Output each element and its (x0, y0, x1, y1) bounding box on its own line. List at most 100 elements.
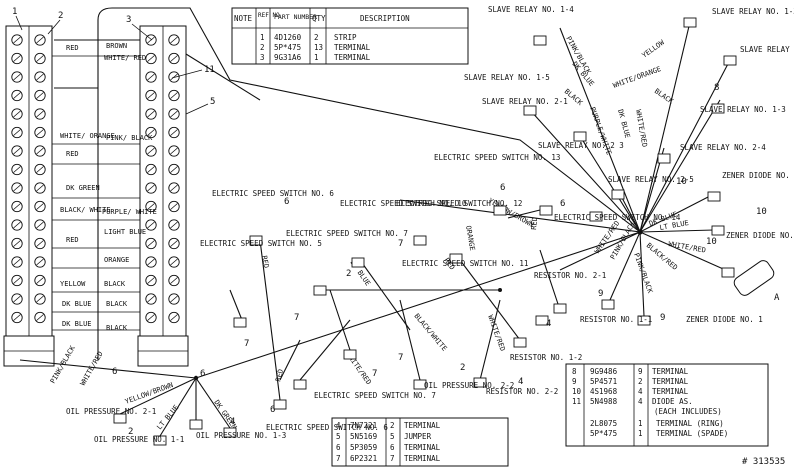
wire-label-dk-blue-d: DK BLUE (616, 108, 631, 139)
connector-terminal (711, 225, 725, 236)
component-label: ELECTRIC SPEED SWITCH NO. 10 (340, 199, 467, 208)
part-callout: 4 (230, 417, 235, 427)
table-cell: 7 (336, 454, 341, 463)
connector-terminal (351, 257, 365, 268)
wire-label-purple-white: PURPLE/ WHITE (102, 208, 157, 216)
th-note: NOTE (234, 14, 253, 23)
table-cell: 9G31A6 (274, 53, 302, 62)
part-callout: 4 (546, 319, 551, 329)
part-callout: 10 (676, 177, 687, 187)
connector-terminal (113, 413, 127, 424)
callout-1: 1 (12, 7, 17, 17)
component-label: ELECTRIC SPEED SWITCH NO. 6 (266, 423, 388, 432)
part-callout: 4 (518, 377, 523, 387)
component-label: RESISTOR NO. 1-2 (510, 353, 582, 362)
part-callout: 6 (500, 183, 505, 193)
wire-label-red: RED (66, 44, 79, 52)
table-cell: 5P3059 (350, 443, 377, 452)
component-label: ZENER DIODE NO. 2 (726, 231, 794, 240)
table-cell: 1 (260, 33, 265, 42)
table-cell: TERMINAL (334, 43, 371, 52)
table-cell: 2 (260, 43, 265, 52)
connector-terminal (493, 205, 507, 216)
connector-terminal (293, 379, 307, 390)
table-cell: 10 (572, 387, 582, 396)
callout-11: 11 (204, 65, 215, 75)
part-callout: 8 (714, 83, 719, 93)
component-label: ELECTRIC SPEED SWITCH NO. 14 (554, 213, 681, 222)
wire-label-white-orange-b: WHITE/ORANGE (612, 65, 662, 90)
table-cell: 1 (638, 429, 643, 438)
table-cell: 7 (390, 454, 395, 463)
table-cell: TERMINAL (334, 53, 371, 62)
connector-terminal (707, 191, 721, 202)
table-cell: 2 (638, 377, 643, 386)
table-cell: 4 (336, 421, 341, 430)
wire-label-black-white-b: BLACK/WHITE (412, 312, 448, 353)
table-cell: 11 (572, 397, 581, 406)
table-cell: 5N5169 (350, 432, 377, 441)
table-cell: 1 (314, 53, 319, 62)
wire-label-dk-green: DK GREEN (66, 184, 100, 192)
component-label: SLAVE RELAY NO. 1-2 (740, 45, 794, 54)
component-label: SLAVE RELAY NO. 2-5 (608, 175, 694, 184)
connector-terminal (535, 315, 549, 326)
component-label: SLAVE RELAY NO. 2 3 (538, 141, 624, 150)
part-callout: 7 (244, 339, 249, 349)
table-cell: DIODE AS. (652, 397, 693, 406)
connector-terminal (473, 377, 487, 388)
component-label: RESISTOR NO. 2-2 (486, 387, 558, 396)
connector-terminal (223, 427, 237, 438)
drawing-number: # 313535 (742, 457, 785, 467)
wire-label-orange-b: ORANGE (464, 225, 476, 251)
component-label: RESISTOR NO. 1-1 (580, 315, 652, 324)
connector-terminal (723, 55, 737, 66)
wire-label-black-2: BLACK (106, 300, 128, 308)
component-label: SLAVE RELAY NO. 1-5 (464, 73, 550, 82)
part-callout: 9 (660, 313, 665, 323)
wire-label-yellow-brown: YELLOW/BROWN (124, 381, 174, 406)
table-cell: 4S1968 (590, 387, 618, 396)
part-callout: 10 (756, 207, 767, 217)
connector-terminal (449, 253, 463, 264)
part-callout: 6 (284, 197, 289, 207)
th-ref: REF NO (258, 12, 280, 19)
th-desc: DESCRIPTION (360, 14, 410, 23)
part-callout: 2 (460, 363, 465, 373)
table-cell: 5 (390, 432, 395, 441)
connector-terminal (343, 349, 357, 360)
table-cell: 2 (314, 33, 319, 42)
connector-terminal (711, 103, 725, 114)
part-callout: 6 (200, 369, 205, 379)
th-qty: QTY (312, 14, 326, 23)
connector-terminal (313, 285, 327, 296)
wire-label-orange: ORANGE (104, 256, 129, 264)
component-label: OIL PRESSURE NO. 2-2 (424, 381, 514, 390)
component-label: ELECTRIC SPEED SWITCH NO. 13 (434, 153, 560, 162)
part-callout: 9 (598, 289, 603, 299)
table-cell: TERMINAL (652, 367, 689, 376)
wire-label-yellow: YELLOW (641, 38, 667, 60)
wire-label-red-d: RED (274, 368, 285, 382)
table-cell: 5P*475 (274, 43, 301, 52)
part-callout: 10 (706, 237, 717, 247)
resistor-body (733, 260, 775, 296)
wire-label-red-2: RED (66, 150, 79, 158)
table-cell: TERMINAL (404, 454, 441, 463)
wire-label-red-3: RED (66, 236, 79, 244)
part-callout: 7 (372, 369, 377, 379)
table-cell: 5P*475 (590, 429, 617, 438)
component-terminals (113, 17, 737, 446)
terminal-screws (11, 34, 180, 324)
table-cell: 6 (390, 443, 395, 452)
table-cell: 4 (638, 397, 643, 406)
table-cell: TERMINAL (SPADE) (656, 429, 728, 438)
component-label: SLAVE RELAY NO. 1-3 (700, 105, 786, 114)
part-callout: 7 (398, 239, 403, 249)
connector-terminal (513, 337, 527, 348)
table-cell: 5N4988 (590, 397, 618, 406)
component-label: ELECTRIC SPEED SWITCH NO. 12 (396, 199, 522, 208)
